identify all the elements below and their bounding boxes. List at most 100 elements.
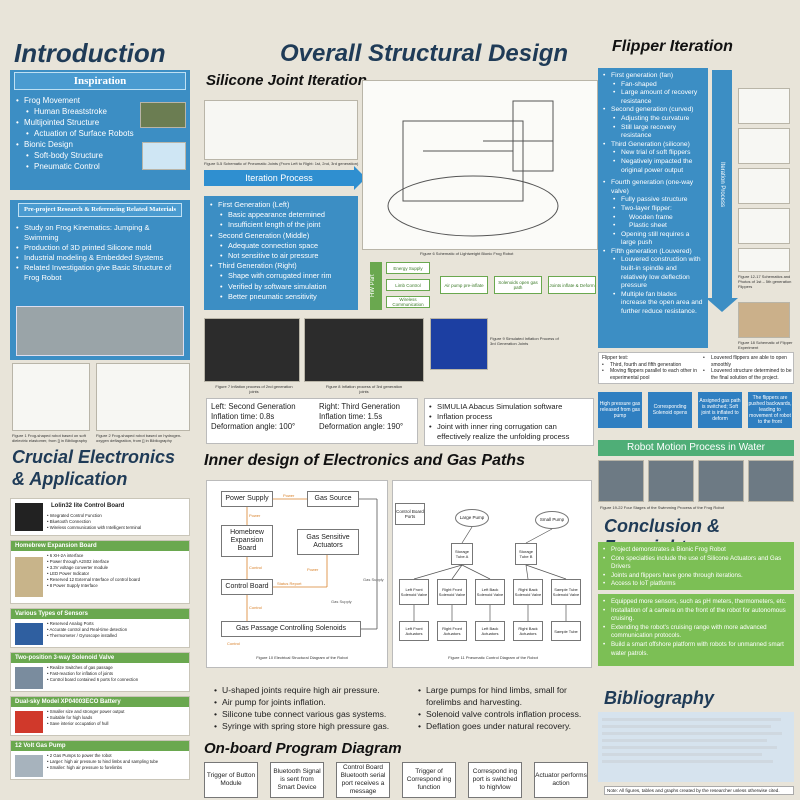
bibliography-entry (602, 753, 762, 756)
swimmer-image (142, 142, 186, 170)
list-item: 2 Gas Pumps to power the robot (47, 753, 189, 759)
flipper-experiment-figure (738, 302, 790, 338)
motion-step-2: Corresponding Solenoid opens (648, 392, 692, 428)
pump-image (15, 755, 43, 777)
hw-box-energy: Energy Supply (386, 262, 430, 274)
hw-part-label: HW Part (370, 262, 382, 310)
electronics-card-title: Two-position 3-way Solenoid Valve (11, 653, 189, 663)
list-item: Control board contained 6 ports for conn… (47, 677, 189, 683)
frog-image (140, 102, 186, 128)
list-item: Syringe with spring store high pressure … (214, 720, 414, 732)
bibliography-entry (602, 739, 768, 742)
list-item: Negatively impacted the original power o… (603, 158, 703, 175)
electronics-card-title: 12 Volt Gas Pump (11, 741, 189, 751)
fig18-caption: Figure 18 Schematic of Flipper Experimen… (738, 340, 793, 350)
electronics-card: Dual-sky Model XP04003ECO Battery Smalle… (10, 696, 190, 736)
list-item: Second generation (curved) (603, 106, 703, 115)
robot-schematic-drawing (387, 100, 559, 237)
preproject-list: Study on Frog Kinematics: Jumping & Swim… (10, 220, 190, 286)
bibliography-note: Note: All figures, tables and graphs cre… (604, 786, 794, 795)
flipper-test-box: Flipper test: Third, fourth and fifth ge… (598, 352, 794, 384)
valve-image (15, 667, 43, 689)
list-item: Silicone tube connect various gas system… (214, 708, 414, 720)
list-item: Third, fourth and fifth generation (602, 362, 700, 369)
circuit-power-supply: Power Supply (221, 491, 273, 507)
list-item: Core specialties include the use of Sili… (603, 555, 789, 572)
flipper-panel: First generation (fan) Fan-shaped Large … (598, 68, 708, 348)
circuit-label: Gas Supply (363, 577, 384, 582)
inspiration-header: Inspiration (14, 72, 186, 90)
list-item: Large pumps for hind limbs, small for fo… (418, 684, 598, 708)
list-item: Thermometer / Gyroscope installed (47, 633, 189, 639)
fig11-caption: Figure 11 Pneumatic Control Diagram of t… (448, 655, 538, 660)
flipper-photo-1 (738, 88, 790, 124)
frog-robot-figure-2 (96, 363, 190, 431)
list-item: Reserved 12 External Interface of contro… (47, 577, 189, 583)
fig5-caption: Figure 5-5 Schematic of Pneumatic Joints… (204, 161, 359, 166)
pneu-actuator: Left Front Actuators (399, 621, 429, 641)
left-gen-title: Left: Second Generation (211, 402, 296, 411)
list-item: Louvered flippers are able to open smoot… (703, 355, 793, 368)
pneumatic-connectors (413, 526, 567, 621)
pneu-small-pump: Small Pump (535, 511, 569, 529)
motion-process-banner: Robot Motion Process in Water (598, 440, 794, 456)
pneu-valve: Right Back Solenoid Valve (513, 579, 543, 605)
list-item: Multiple fan blades increase the open ar… (603, 291, 703, 317)
list-item: Inflation process (429, 412, 589, 422)
list-item: Opening still requires a large push (603, 231, 703, 248)
list-item: Bionic Design (16, 139, 184, 150)
frog-kinematics-image (16, 306, 184, 356)
list-item: Actuation of Surface Robots (16, 128, 184, 139)
list-item: Multijointed Structure (16, 117, 184, 128)
list-item: Smaller: high air pressure to forelimbs (47, 765, 189, 771)
program-step-6: Actuator performs action (534, 762, 588, 798)
pneu-valve: Right Front Solenoid Valve (437, 579, 467, 605)
preproject-header: Pre-project Research & Referencing Relat… (18, 203, 182, 217)
list-item: Larger: high air pressure to hind limbs … (47, 759, 189, 765)
list-item: Realize Switches of gas passage (47, 665, 189, 671)
pneu-large-pump: Large Pump (455, 509, 489, 527)
list-item: First Generation (Left) (210, 200, 352, 210)
program-step-4: Trigger of Correspond ing function (402, 762, 456, 798)
list-item: Fast-reaction for inflation of joints (47, 671, 189, 677)
list-item: Soft-body Structure (16, 150, 184, 161)
hw-flow-3: Joints inflate & Deform (548, 276, 596, 294)
circuit-gas-actuators: Gas Sensitive Actuators (297, 529, 359, 555)
right-gen-title: Right: Third Generation (319, 402, 400, 411)
list-item: Joints and flippers have gone through it… (603, 572, 789, 581)
right-gen-angle: Deformation angle: 190° (319, 422, 404, 431)
gas-bullets-left: U-shaped joints require high air pressur… (214, 684, 414, 732)
list-item: Industrial modeling & Embedded Systems (16, 253, 184, 263)
flipper-iteration-arrowhead (706, 298, 738, 312)
list-item: Fully passive structure (603, 196, 703, 205)
list-item: Frog Movement (16, 95, 184, 106)
list-item: First generation (fan) (603, 72, 703, 81)
conclusion-block-1: Project demonstrates a Bionic Frog Robot… (598, 542, 794, 590)
inflation-photos-gen3 (304, 318, 424, 382)
list-item: Still large recovery resistance (603, 124, 703, 141)
hw-flow-2: Solenoids open gas path (494, 276, 542, 294)
battery-image (15, 711, 43, 733)
circuit-label: Control (249, 565, 262, 570)
list-item: Adequate connection space (210, 241, 352, 251)
hw-part-text: HW Part (370, 274, 376, 298)
joint-schematic-figure (204, 100, 358, 160)
bibliography-entry (602, 746, 777, 749)
electronics-card: 12 Volt Gas Pump 2 Gas Pumps to power th… (10, 740, 190, 780)
list-item: 8 Power Supply Interface (47, 583, 189, 589)
frog-robot-figure-1 (12, 363, 90, 431)
inner-design-title: Inner design of Electronics and Gas Path… (204, 452, 525, 469)
list-item: Wireless communication with Intelligent … (47, 525, 189, 531)
bibliography-title: Bibliography (604, 688, 715, 708)
electronics-card: Two-position 3-way Solenoid Valve Realiz… (10, 652, 190, 692)
bibliography-entry (602, 725, 772, 728)
flipper-photo-2 (738, 128, 790, 164)
left-gen-angle: Deformation angle: 100° (211, 422, 296, 431)
list-item: Fourth generation (one-way valve) (603, 179, 703, 196)
circuit-label: Power (249, 513, 261, 518)
list-item: LED Power Indicator (47, 571, 189, 577)
list-item: Adjusting the curvature (603, 115, 703, 124)
iteration-process-label: Iteration Process (245, 173, 313, 183)
list-item: Fan-shaped (603, 81, 703, 90)
swim-photo-3 (698, 460, 744, 502)
